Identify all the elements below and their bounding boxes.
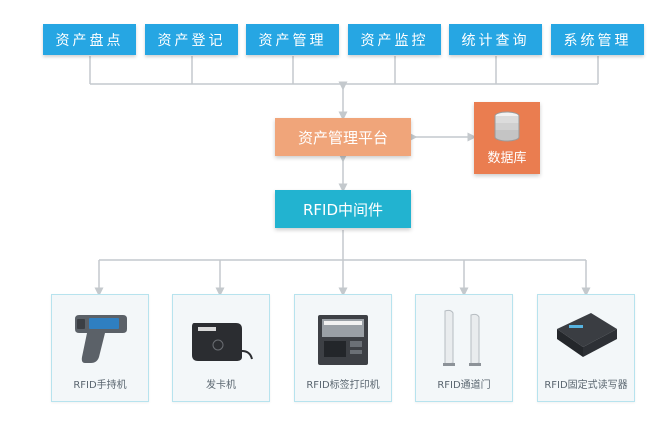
database-label: 数据库 <box>487 150 527 166</box>
device-label: RFID标签打印机 <box>306 380 380 391</box>
module-statistics-query: 统计查询 <box>449 24 542 55</box>
handheld-reader-icon <box>75 315 127 363</box>
device-card-issuer: 发卡机 <box>172 294 270 402</box>
device-label: RFID手持机 <box>73 380 127 391</box>
module-asset-inventory: 资产盘点 <box>43 24 136 55</box>
gate-antenna-icon <box>443 309 481 366</box>
database-icon <box>494 111 520 141</box>
asset-management-platform: 资产管理平台 <box>275 118 411 156</box>
rfid-middleware: RFID中间件 <box>275 190 411 228</box>
fixed-reader-icon <box>557 313 617 357</box>
device-gate: RFID通道门 <box>415 294 513 402</box>
device-label: RFID固定式读写器 <box>544 380 628 391</box>
card-issuer-icon <box>192 323 253 361</box>
module-asset-management: 资产管理 <box>246 24 339 55</box>
module-asset-registration: 资产登记 <box>145 24 238 55</box>
device-fixed-reader: RFID固定式读写器 <box>537 294 635 402</box>
device-label-printer: RFID标签打印机 <box>294 294 392 402</box>
module-asset-monitoring: 资产监控 <box>348 24 441 55</box>
module-system-management: 系统管理 <box>551 24 644 55</box>
database-node: 数据库 <box>474 102 540 174</box>
device-handheld: RFID手持机 <box>51 294 149 402</box>
device-label: 发卡机 <box>206 380 236 391</box>
label-printer-icon <box>318 315 368 365</box>
device-label: RFID通道门 <box>437 380 491 391</box>
